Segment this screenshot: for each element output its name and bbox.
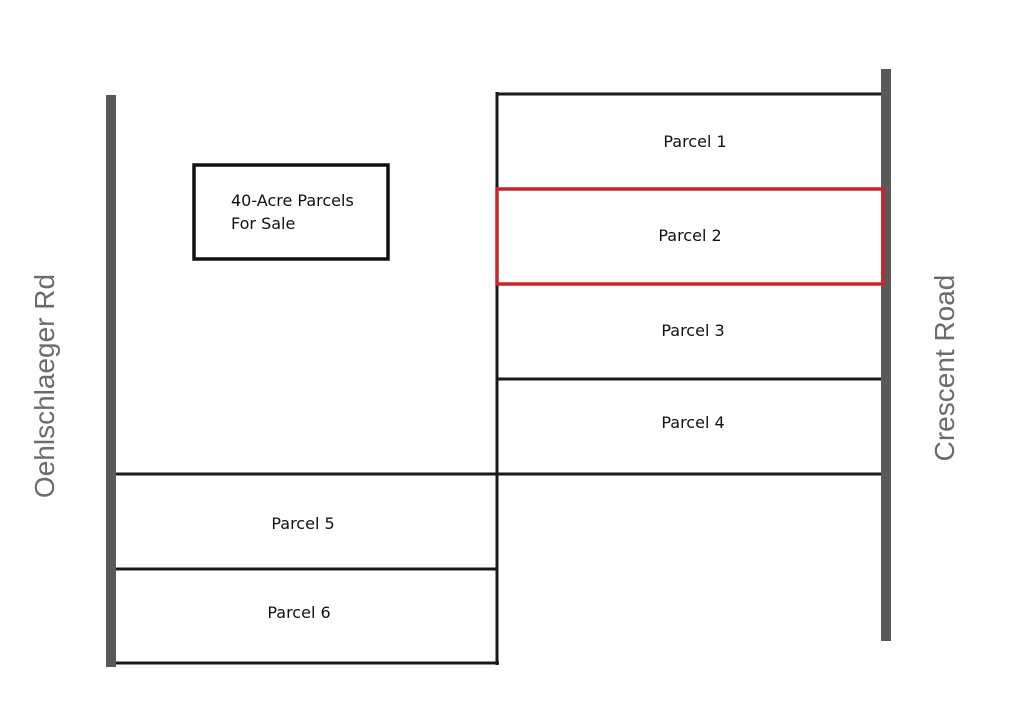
parcel-3-label[interactable]: Parcel 3 <box>661 321 724 340</box>
sign-line-2: For Sale <box>231 214 295 233</box>
parcel-2-highlight <box>495 187 885 286</box>
oehlschlaeger-road-label: Oehlschlaeger Rd <box>29 274 60 498</box>
parcel-2-label[interactable]: Parcel 2 <box>658 226 721 245</box>
crescent-road-label: Crescent Road <box>929 275 960 462</box>
parcel-4-label[interactable]: Parcel 4 <box>661 413 724 432</box>
crescent-road-line <box>881 69 891 641</box>
sign-line-1: 40-Acre Parcels <box>231 191 354 210</box>
parcel-6-label[interactable]: Parcel 6 <box>267 603 330 622</box>
oehlschlaeger-road-line <box>106 95 116 667</box>
for-sale-sign: 40-Acre Parcels For Sale <box>192 163 390 261</box>
parcel-5-label[interactable]: Parcel 5 <box>271 514 334 533</box>
parcel-1-label[interactable]: Parcel 1 <box>663 132 726 151</box>
for-sale-sign-box <box>192 163 390 261</box>
